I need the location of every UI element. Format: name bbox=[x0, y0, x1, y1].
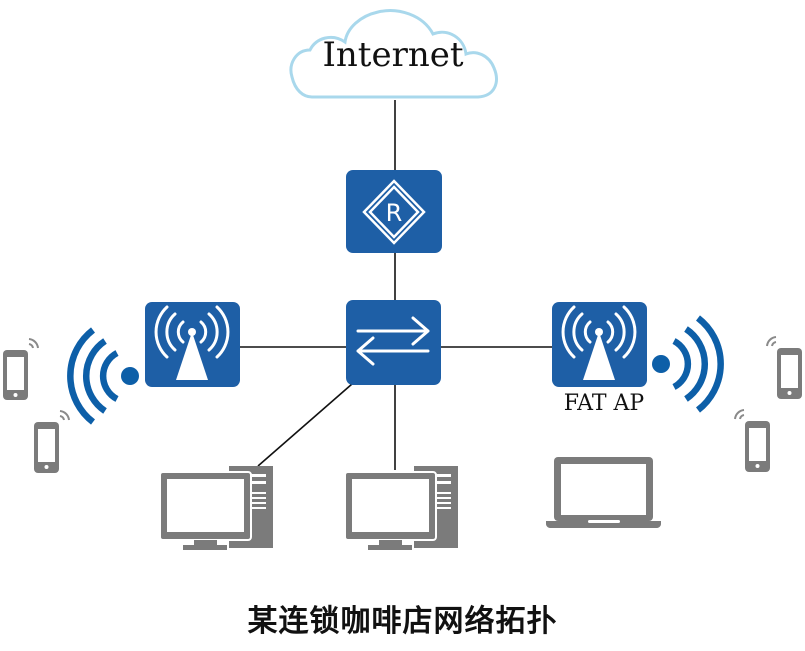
laptop-computer bbox=[546, 457, 661, 528]
desktop-computer-center bbox=[344, 466, 458, 550]
diagram-caption: 某连锁咖啡店网络拓扑 bbox=[247, 604, 558, 639]
core-switch bbox=[346, 300, 441, 385]
switch-box bbox=[346, 300, 441, 385]
phone-right-bottom bbox=[734, 409, 770, 472]
left-access-point bbox=[145, 302, 240, 387]
wireless-ap-icon bbox=[154, 305, 230, 380]
switch-icon bbox=[356, 316, 430, 366]
router: R bbox=[346, 170, 442, 253]
laptop-icon bbox=[546, 457, 661, 528]
right-wifi-signal-icon bbox=[652, 315, 724, 413]
cloud-icon bbox=[289, 9, 498, 99]
phone-left-top bbox=[3, 338, 39, 400]
desktop-computer-left bbox=[159, 466, 273, 550]
connection-lines bbox=[240, 100, 552, 470]
monitor-icon bbox=[159, 471, 252, 550]
internet-cloud: Internet bbox=[289, 9, 498, 99]
router-glyph: R bbox=[386, 199, 403, 227]
monitor-icon bbox=[344, 471, 437, 550]
router-box bbox=[346, 170, 442, 253]
left-wifi-signal-icon bbox=[67, 327, 139, 425]
phone-right-top bbox=[766, 336, 802, 399]
link-switch-desktop-left bbox=[257, 383, 353, 467]
phone-left-bottom bbox=[34, 410, 70, 473]
internet-label: Internet bbox=[322, 35, 463, 75]
router-icon: R bbox=[362, 179, 426, 245]
right-access-point: FAT AP bbox=[550, 302, 660, 416]
wireless-ap-icon bbox=[561, 305, 637, 380]
fat-ap-label: FAT AP bbox=[564, 391, 645, 416]
